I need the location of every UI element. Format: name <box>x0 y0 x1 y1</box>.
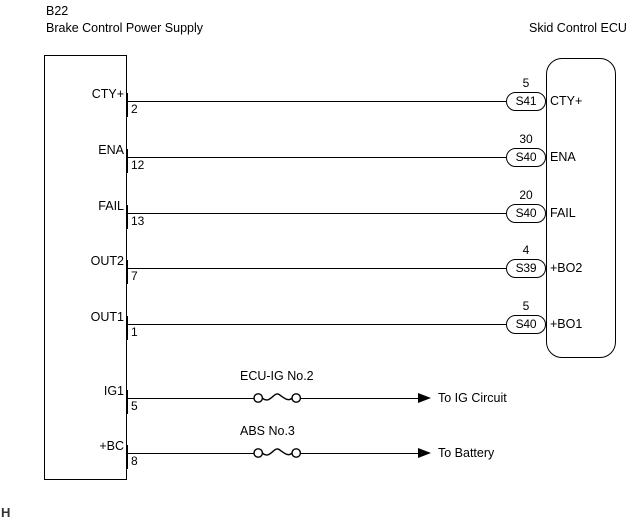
destination-label: To IG Circuit <box>438 391 507 405</box>
pin-stub <box>127 445 128 469</box>
pin-stub <box>127 260 128 284</box>
connector-oval-s40: S40 <box>506 314 546 334</box>
fuse-symbol <box>253 393 301 403</box>
connector-terminal-number: 20 <box>519 188 533 202</box>
ecu-terminal-label: ENA <box>550 150 576 164</box>
source-pin-label-out1: OUT1 <box>90 310 124 324</box>
source-pin-label-ena: ENA <box>98 143 124 157</box>
left-component-code: B22 <box>46 4 69 18</box>
pin-stub <box>127 149 128 173</box>
source-pin-number: 5 <box>131 399 138 413</box>
wire-segment <box>127 453 254 454</box>
connector-terminal-number: 4 <box>522 243 530 257</box>
pin-stub <box>127 390 128 414</box>
source-pin-label-ctyplus: CTY+ <box>91 87 124 101</box>
wire-segment <box>127 398 254 399</box>
left-component-name: Brake Control Power Supply <box>46 21 204 35</box>
ecu-terminal-label: +BO2 <box>550 261 583 275</box>
source-pin-label-plusbc: +BC <box>99 439 124 453</box>
wire-segment <box>127 157 506 158</box>
source-pin-label-fail: FAIL <box>98 199 124 213</box>
wire-segment <box>127 268 506 269</box>
fuse-name-label: ABS No.3 <box>240 424 295 438</box>
wire-segment <box>127 101 506 102</box>
source-pin-number: 13 <box>131 214 145 228</box>
wire-segment <box>300 453 418 454</box>
wire-segment <box>127 324 506 325</box>
right-component-name: Skid Control ECU <box>529 21 627 35</box>
source-pin-number: 8 <box>131 454 138 468</box>
ecu-terminal-label: CTY+ <box>550 94 583 108</box>
source-pin-number: 2 <box>131 102 138 116</box>
arrow-head-icon <box>418 393 431 403</box>
connector-terminal-number: 5 <box>522 299 530 313</box>
connector-oval-s39: S39 <box>506 258 546 278</box>
pin-stub <box>127 205 128 229</box>
corner-page-mark: H <box>1 505 11 520</box>
arrow-head-icon <box>418 448 431 458</box>
source-pin-number: 1 <box>131 325 138 339</box>
connector-oval-s41: S41 <box>506 91 546 111</box>
fuse-name-label: ECU-IG No.2 <box>240 369 314 383</box>
ecu-terminal-label: +BO1 <box>550 317 583 331</box>
skid-control-ecu-box <box>546 58 616 358</box>
fuse-symbol <box>253 448 301 458</box>
wire-segment <box>300 398 418 399</box>
source-pin-number: 7 <box>131 269 138 283</box>
source-pin-label-ig1: IG1 <box>103 384 124 398</box>
ecu-terminal-label: FAIL <box>550 206 576 220</box>
source-pin-label-out2: OUT2 <box>90 254 124 268</box>
pin-stub <box>127 93 128 117</box>
connector-terminal-number: 30 <box>519 132 533 146</box>
source-pin-number: 12 <box>131 158 145 172</box>
connector-terminal-number: 5 <box>522 76 530 90</box>
pin-stub <box>127 316 128 340</box>
connector-oval-s40: S40 <box>506 203 546 223</box>
brake-control-power-supply-box <box>44 55 127 480</box>
connector-oval-s40: S40 <box>506 147 546 167</box>
wire-segment <box>127 213 506 214</box>
destination-label: To Battery <box>438 446 495 460</box>
